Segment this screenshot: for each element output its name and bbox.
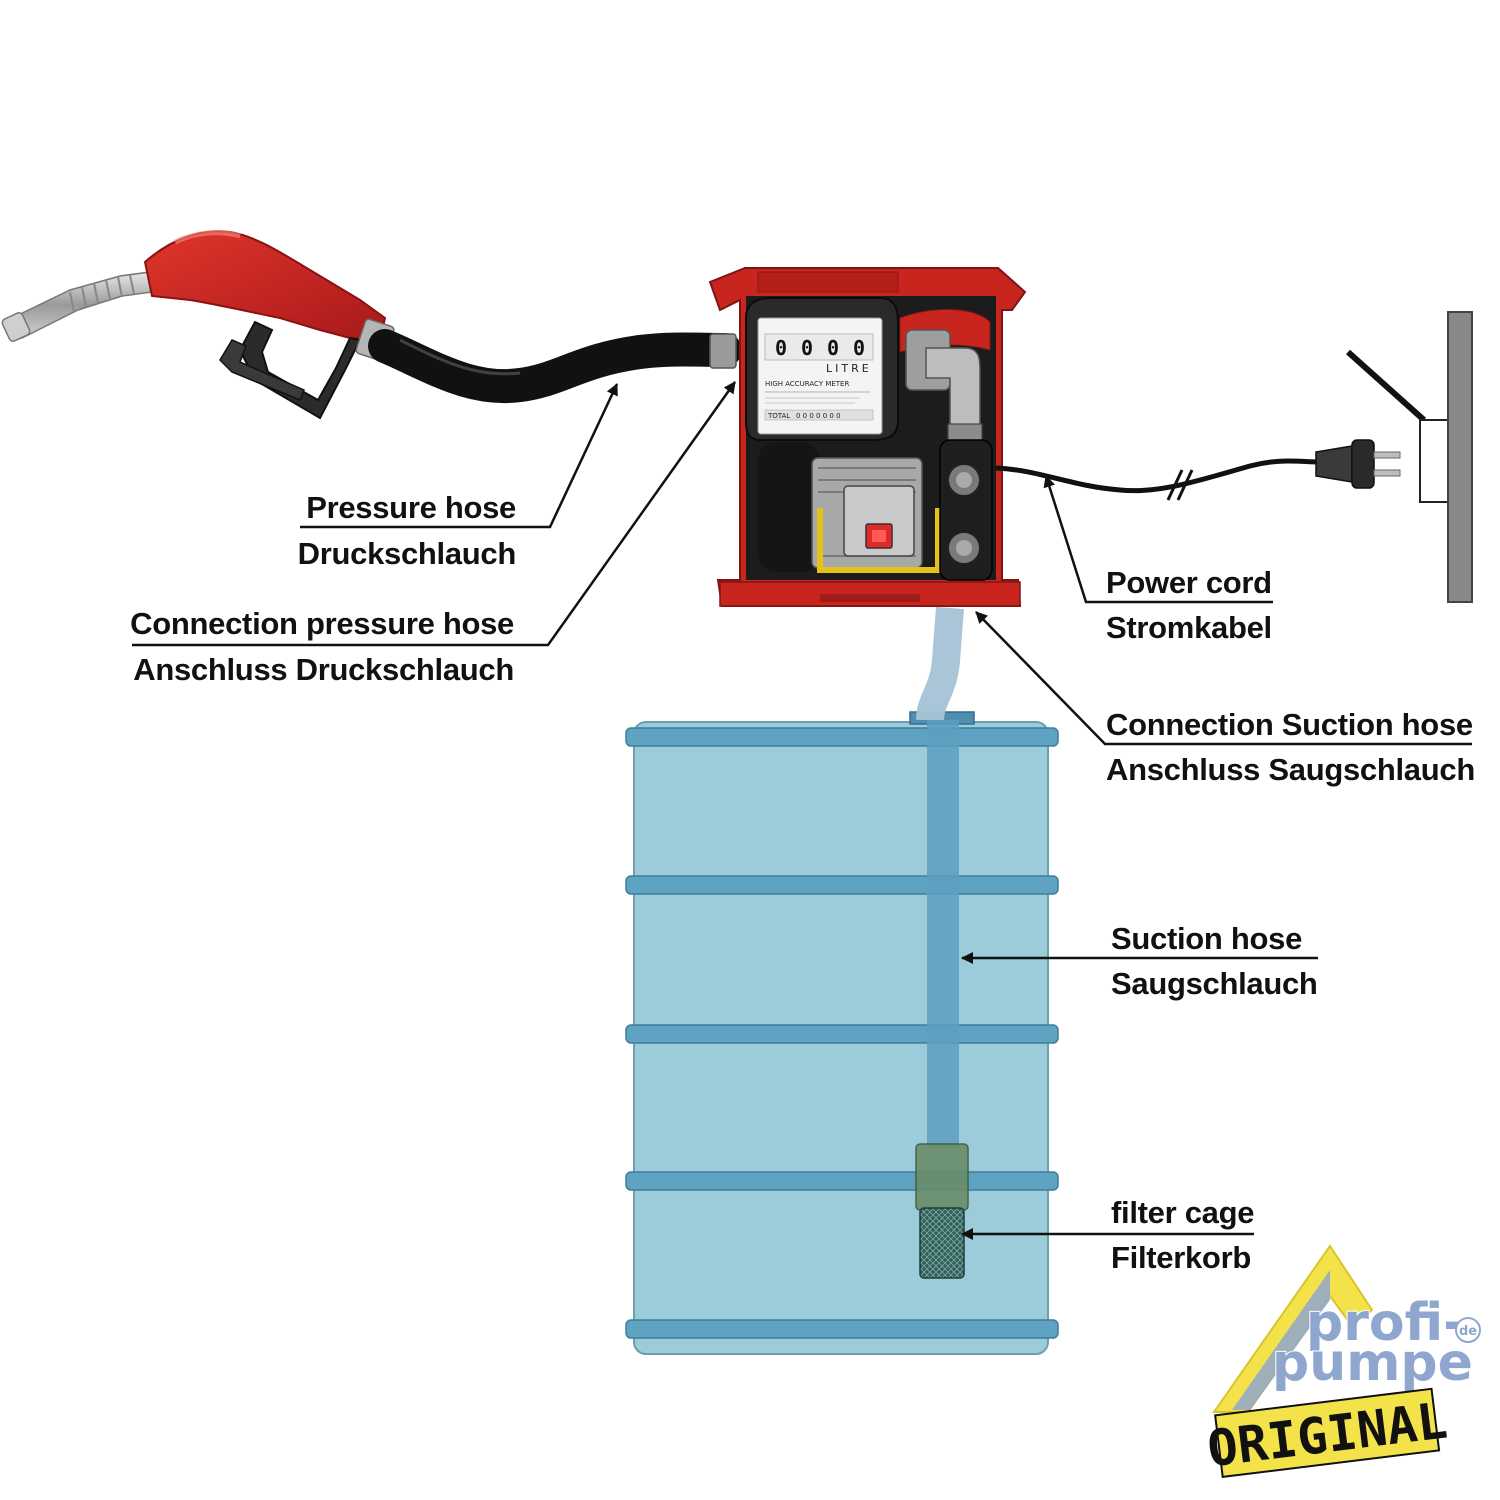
label-pressure-hose: Pressure hose Druckschlauch — [298, 490, 517, 571]
pressure-hose — [368, 329, 742, 404]
power-cord-break-mark — [1166, 469, 1184, 501]
label-power-cord-en: Power cord — [1106, 565, 1272, 600]
label-filter-cage-en: filter cage — [1111, 1195, 1254, 1230]
logo-line2: pumpe — [1272, 1333, 1473, 1393]
leader-power-cord — [1043, 475, 1273, 604]
leader-connection-pressure-hose — [132, 381, 737, 647]
wall-socket — [1345, 311, 1473, 603]
meter-digit-1: 0 — [775, 336, 787, 360]
barrel-hoop — [625, 1171, 1059, 1191]
fuel-nozzle — [1, 230, 395, 420]
meter-total-value: 0 0 0 0 0 0 0 — [796, 412, 841, 420]
logo-badge — [1214, 1387, 1441, 1479]
suction-hose-in-barrel — [927, 720, 959, 1148]
callout-leaders — [132, 381, 1472, 1240]
flow-meter: 0 0 0 0 LITRE HIGH ACCURACY METER TOTAL … — [745, 297, 899, 441]
leader-pressure-hose — [300, 383, 619, 529]
power-cord — [995, 458, 1321, 494]
barrel-rim-bottom — [625, 1319, 1059, 1339]
label-connection-suction-hose-en: Connection Suction hose — [1106, 707, 1473, 742]
label-connection-suction-hose-de: Anschluss Saugschlauch — [1106, 752, 1475, 787]
label-pressure-hose-en: Pressure hose — [306, 490, 516, 525]
label-suction-hose-de: Saugschlauch — [1111, 966, 1318, 1001]
label-filter-cage-de: Filterkorb — [1111, 1240, 1251, 1275]
label-connection-suction-hose: Connection Suction hose Anschluss Saugsc… — [1106, 707, 1475, 787]
label-filter-cage: filter cage Filterkorb — [1111, 1195, 1255, 1275]
label-connection-pressure-hose: Connection pressure hose Anschluss Druck… — [130, 606, 514, 687]
barrel-hoop — [625, 1024, 1059, 1044]
label-connection-pressure-hose-de: Anschluss Druckschlauch — [133, 652, 514, 687]
barrel — [625, 711, 1059, 1355]
carry-handle — [817, 508, 941, 573]
filter-cage — [915, 1143, 969, 1279]
pump-motor — [758, 442, 923, 572]
suction-hose-upper — [916, 606, 964, 722]
label-pressure-hose-de: Druckschlauch — [298, 536, 516, 571]
meter-heading: HIGH ACCURACY METER — [765, 380, 849, 388]
pressure-hose-fitting — [709, 333, 737, 369]
wall-socket-lid — [1345, 349, 1427, 423]
profi-pumpe-logo: profi- pumpe de ORIGINAL — [1204, 1244, 1481, 1479]
leader-connection-suction-hose — [975, 611, 1472, 746]
meter-digit-4: 0 — [853, 336, 865, 360]
power-plug-icon — [1315, 439, 1401, 489]
logo-line1: profi- — [1306, 1293, 1465, 1353]
meter-total-label: TOTAL — [767, 412, 790, 420]
logo-tld: de — [1459, 1324, 1477, 1339]
label-suction-hose: Suction hose Saugschlauch — [1111, 921, 1318, 1001]
label-connection-pressure-hose-en: Connection pressure hose — [130, 606, 514, 641]
barrel-rim-top — [625, 727, 1059, 747]
label-power-cord: Power cord Stromkabel — [1106, 565, 1272, 645]
pump-unit: 0 0 0 0 LITRE HIGH ACCURACY METER TOTAL … — [708, 267, 1027, 607]
inlet-valve-block — [939, 439, 993, 581]
meter-digit-2: 0 — [801, 336, 813, 360]
label-suction-hose-en: Suction hose — [1111, 921, 1302, 956]
meter-unit: LITRE — [826, 362, 872, 375]
barrel-hoop — [625, 875, 1059, 895]
outlet-elbow-fitting — [905, 329, 983, 447]
wall — [1447, 311, 1473, 603]
meter-digit-3: 0 — [827, 336, 839, 360]
label-power-cord-de: Stromkabel — [1106, 610, 1272, 645]
